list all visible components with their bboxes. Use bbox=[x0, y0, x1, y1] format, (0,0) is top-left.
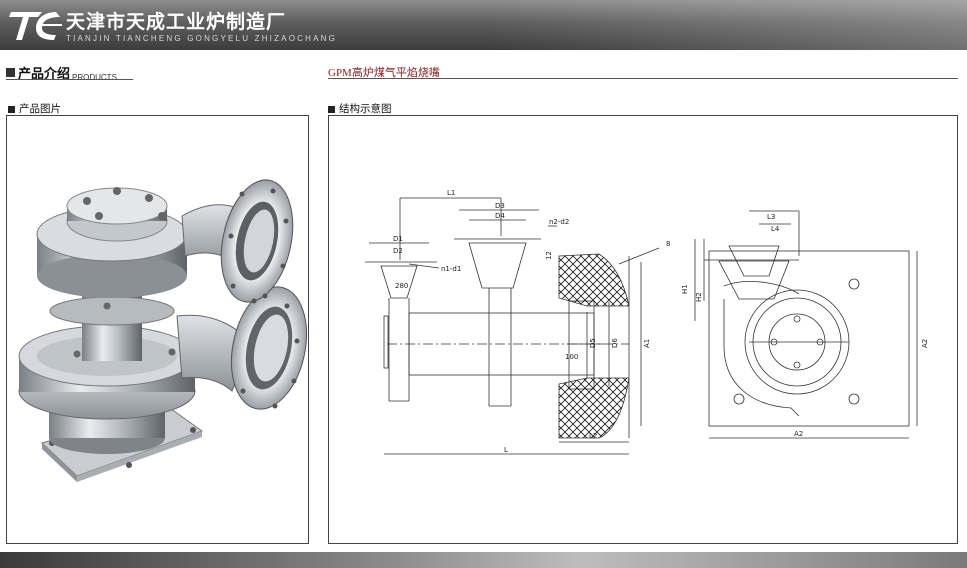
section-title-en: PRODUCTS bbox=[72, 73, 117, 82]
dim-label-D3: D3 bbox=[495, 202, 505, 210]
footer-bar bbox=[0, 552, 967, 568]
product-photo-panel bbox=[6, 115, 309, 544]
dim-label-12: 12 bbox=[545, 251, 553, 260]
dim-label-H1: H1 bbox=[681, 284, 689, 294]
panel-label-photo: 产品图片 bbox=[8, 101, 61, 116]
dim-label-H2: H2 bbox=[695, 292, 703, 302]
company-name-cn: 天津市天成工业炉制造厂 bbox=[66, 11, 287, 33]
structure-diagram-panel: L1 D1 D2 D3 D4 n1-d1 n2-d2 280 12 8 D5 D… bbox=[328, 115, 958, 544]
product-underline bbox=[328, 78, 958, 79]
dim-label-A2-vertical: A2 bbox=[921, 339, 929, 348]
dim-label-L4: L4 bbox=[771, 225, 780, 233]
dim-label-L2: L2 bbox=[589, 432, 597, 440]
dim-label-n2d2: n2-d2 bbox=[549, 218, 569, 226]
dim-label-L: L bbox=[504, 446, 508, 454]
tc-logo-icon bbox=[9, 12, 62, 40]
product-photo bbox=[18, 179, 307, 482]
panel-label-diagram-text: 结构示意图 bbox=[339, 103, 392, 115]
header-gradient bbox=[487, 0, 967, 50]
dim-label-D2: D2 bbox=[393, 247, 403, 255]
dim-label-D4: D4 bbox=[495, 212, 505, 220]
company-name-en: TIANJIN TIANCHENG GONGYELU ZHIZAOCHANG bbox=[66, 34, 338, 43]
dim-label-D1: D1 bbox=[393, 235, 403, 243]
bullet-square-icon bbox=[8, 105, 15, 113]
dim-label-n1d1: n1-d1 bbox=[441, 265, 461, 273]
dim-label-280: 280 bbox=[395, 282, 408, 290]
product-name: GPM高炉煤气平焰烧嘴 bbox=[328, 67, 440, 79]
panel-label-diagram: 结构示意图 bbox=[328, 101, 392, 116]
header-banner: 天津市天成工业炉制造厂 TIANJIN TIANCHENG GONGYELU Z… bbox=[0, 0, 967, 50]
panel-label-photo-text: 产品图片 bbox=[19, 103, 61, 115]
dim-label-8: 8 bbox=[666, 240, 670, 248]
structure-diagram: L1 D1 D2 D3 D4 n1-d1 n2-d2 280 12 8 D5 D… bbox=[365, 189, 929, 455]
dim-label-A1: A1 bbox=[643, 339, 651, 348]
section-title-cn: 产品介绍 bbox=[18, 67, 71, 82]
dim-label-D5: D5 bbox=[589, 338, 597, 348]
bullet-square-icon bbox=[328, 105, 335, 113]
section-underline bbox=[6, 79, 133, 80]
dim-label-L3: L3 bbox=[767, 213, 775, 221]
dim-label-100: 100 bbox=[565, 353, 578, 361]
dim-label-D6: D6 bbox=[611, 338, 619, 348]
bullet-square-icon bbox=[6, 68, 15, 77]
dim-label-A2-horizontal: A2 bbox=[794, 430, 803, 438]
dim-label-L1: L1 bbox=[447, 189, 455, 197]
